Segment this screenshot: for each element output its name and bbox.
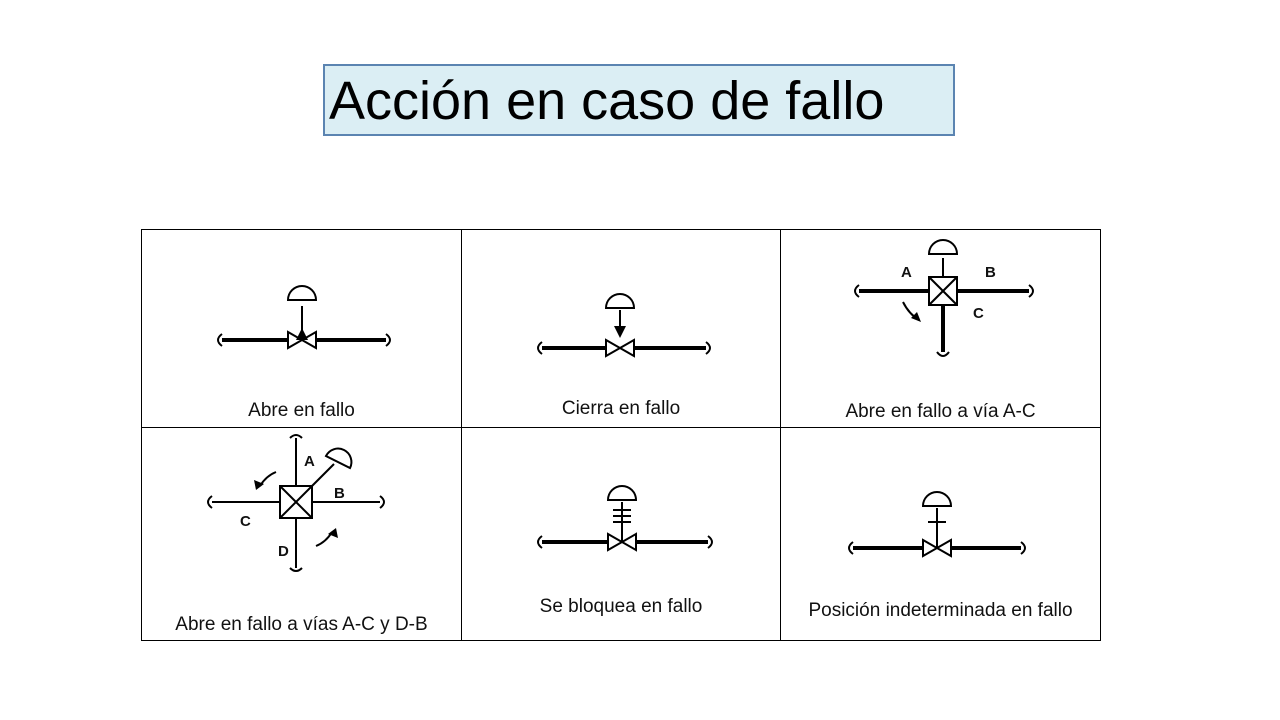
cell-fail-close: Cierra en fallo	[462, 230, 781, 428]
four-way-valve-symbol: A B C D	[207, 434, 385, 572]
port-label-b: B	[985, 264, 996, 281]
cell-fail-open-paths-ac-db: A B C D Abre en fallo a vías A-C y D-B	[142, 428, 462, 640]
cell-fail-open-path-ac: A B C Abre en fallo a vía A-C	[781, 230, 1100, 428]
cell-caption: Abre en fallo	[248, 400, 355, 421]
cell-caption: Cierra en fallo	[561, 398, 681, 419]
port-label-d: D	[278, 543, 289, 560]
cell-fail-open: Abre en fallo	[142, 230, 462, 428]
cell-caption: Posición indeterminada en fallo	[808, 600, 1073, 621]
port-label-b: B	[334, 485, 345, 502]
port-label-c: C	[973, 305, 984, 322]
port-label-a: A	[901, 264, 912, 281]
cell-fail-indeterminate: Posición indeterminada en fallo	[781, 428, 1100, 640]
fail-indeterminate-valve-symbol	[848, 491, 1026, 558]
cell-fail-locked: Se bloquea en fallo	[462, 428, 781, 640]
valve-symbol-table: Abre en fallo Cierra en fallo	[141, 229, 1101, 641]
cell-caption: Se bloquea en fallo	[539, 596, 703, 617]
fail-close-valve-symbol	[537, 293, 711, 358]
fail-open-valve-symbol	[217, 285, 391, 350]
cell-caption: Abre en fallo a vías A-C y D-B	[175, 614, 428, 635]
port-label-c: C	[240, 513, 251, 530]
fail-locked-valve-symbol	[537, 485, 713, 552]
title-box: Acción en caso de fallo	[323, 64, 955, 136]
cell-caption: Abre en fallo a vía A-C	[845, 401, 1036, 422]
page-title: Acción en caso de fallo	[329, 71, 885, 131]
port-label-a: A	[304, 453, 315, 470]
three-way-valve-symbol: A B C	[854, 239, 1034, 357]
